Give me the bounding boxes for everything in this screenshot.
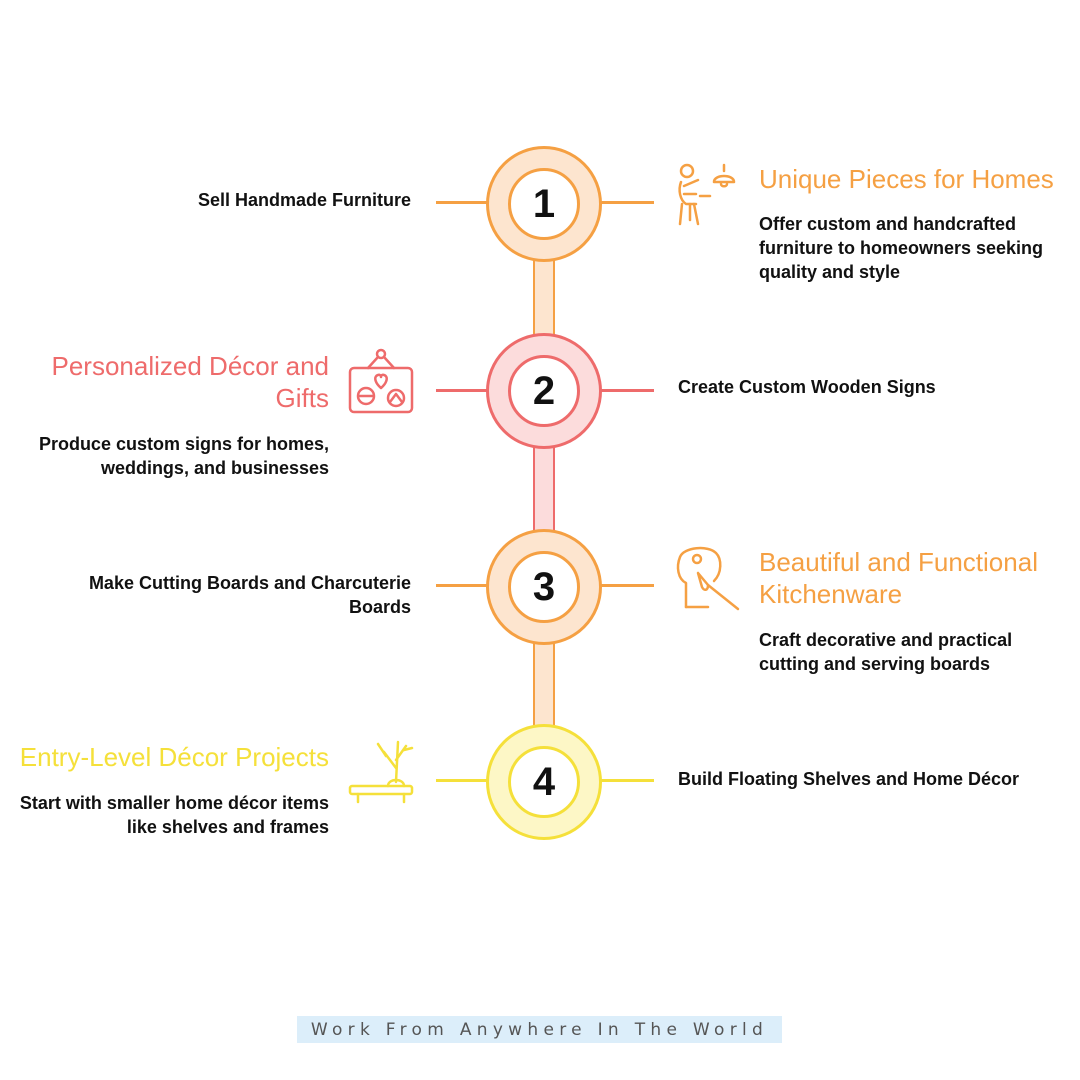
footer-text: Work From Anywhere In The World: [310, 1019, 769, 1040]
step-4-left-line: [436, 779, 488, 782]
step-1-heading: Unique Pieces for Homes: [759, 164, 1054, 194]
step-1-number: 1: [532, 181, 556, 226]
connector-1-2: [533, 258, 555, 338]
step-3-description: Craft decorative and practical cutting a…: [759, 630, 1013, 674]
step-2-left-line: [436, 389, 488, 392]
step-4-number: 4: [532, 759, 556, 804]
step-3-left-line: [436, 584, 488, 587]
step-3-right-line: [600, 584, 654, 587]
step-4-circle: 4: [486, 724, 602, 840]
step-2-label: Create Custom Wooden Signs: [678, 377, 936, 397]
step-3-heading: Beautiful and Functional Kitchenware: [759, 547, 1038, 609]
step-4-description: Start with smaller home décor items like…: [19, 793, 329, 837]
cutting-board-knife-icon: [676, 546, 740, 611]
step-2-number: 2: [532, 368, 556, 413]
step-1-label: Sell Handmade Furniture: [197, 190, 411, 210]
step-1-circle: 1: [486, 146, 602, 262]
step-1-right-line: [600, 201, 654, 204]
step-3-circle: 3: [486, 529, 602, 645]
connector-3-4: [533, 640, 555, 728]
step-2-circle: 2: [486, 333, 602, 449]
step-3-number: 3: [532, 564, 556, 609]
person-lamp-icon: [678, 163, 736, 226]
footer-banner: Work From Anywhere In The World: [297, 1016, 782, 1043]
step-1-description: Offer custom and handcrafted furniture t…: [759, 214, 1044, 282]
step-4-label: Build Floating Shelves and Home Décor: [678, 769, 1020, 789]
step-1-left-line: [436, 201, 488, 204]
shelf-plant-icon: [348, 740, 414, 804]
step-4-heading: Entry-Level Décor Projects: [19, 742, 329, 772]
step-2-description: Produce custom signs for homes, weddings…: [38, 434, 329, 478]
step-2-right-line: [600, 389, 654, 392]
step-4-right-line: [600, 779, 654, 782]
hanging-sign-icon: [348, 348, 414, 414]
step-2-heading: Personalized Décor and Gifts: [51, 351, 330, 413]
connector-2-3: [533, 445, 555, 533]
step-3-label: Make Cutting Boards and Charcuterie Boar…: [88, 573, 411, 617]
